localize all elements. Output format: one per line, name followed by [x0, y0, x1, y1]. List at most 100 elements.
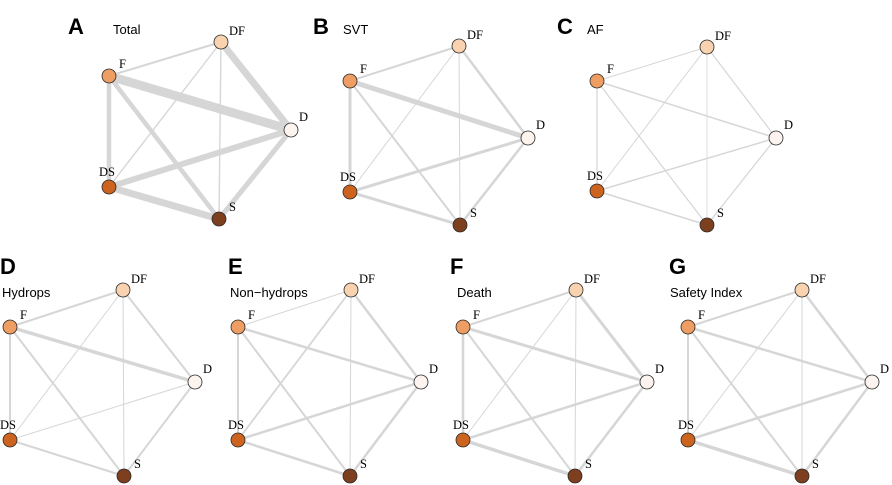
edge-d-ds [462, 380, 648, 442]
node-s [699, 217, 715, 233]
panel-letter: G [669, 254, 686, 279]
edge-ds-s [349, 190, 461, 227]
node-df [794, 282, 810, 298]
node-label-s: S [360, 457, 367, 471]
node-label-d: D [655, 362, 664, 376]
node-s [794, 468, 810, 484]
edge-f-s [9, 326, 125, 477]
node-label-ds: DS [587, 169, 603, 183]
panel-letter: C [557, 14, 573, 39]
edge-d-s [349, 381, 422, 477]
node-df [213, 34, 229, 50]
node-ds [101, 179, 117, 195]
panel-title: Death [457, 285, 492, 300]
edge-df-f [237, 289, 352, 328]
node-f [2, 319, 18, 335]
edge-f-d [107, 71, 293, 135]
node-s [211, 211, 227, 227]
edge-df-s [122, 289, 125, 477]
node-df [451, 38, 467, 54]
node-label-d: D [429, 362, 438, 376]
edge-ds-s [9, 439, 125, 477]
edge-df-s [218, 41, 222, 220]
node-label-f: F [698, 308, 705, 322]
edge-df-d [458, 45, 529, 139]
edge-df-f [462, 289, 577, 328]
edge-df-s [349, 289, 352, 477]
node-s [116, 468, 132, 484]
edge-ds-s [596, 190, 708, 226]
edge-f-d [687, 325, 873, 384]
edge-df-d [122, 289, 196, 383]
node-label-d: D [299, 110, 308, 124]
edge-df-s [574, 289, 577, 477]
node-s [567, 468, 583, 484]
edge-f-s [349, 80, 461, 226]
node-ds [2, 432, 18, 448]
node-ds [680, 432, 696, 448]
edge-df-ds [687, 289, 803, 441]
node-label-df: DF [715, 29, 731, 43]
edge-d-s [123, 381, 196, 477]
node-label-f: F [119, 57, 126, 71]
edge-ds-s [462, 438, 576, 478]
node-df [699, 39, 715, 55]
node-d [639, 374, 655, 390]
node-f [680, 319, 696, 335]
edge-f-d [237, 325, 422, 384]
edge-df-ds [596, 46, 708, 192]
node-f [342, 73, 358, 89]
node-label-df: DF [359, 272, 375, 286]
edge-ds-s [687, 438, 803, 478]
edge-f-s [596, 80, 708, 226]
panel-letter: B [313, 14, 329, 39]
node-label-f: F [607, 62, 614, 76]
edge-d-s [800, 381, 874, 477]
node-f [455, 319, 471, 335]
node-label-d: D [203, 362, 212, 376]
node-s [452, 217, 468, 233]
node-label-ds: DS [453, 418, 469, 432]
edge-df-s [458, 45, 461, 226]
node-label-s: S [812, 457, 819, 471]
node-label-d: D [536, 118, 545, 132]
edge-d-ds [108, 127, 292, 190]
edge-df-f [687, 289, 803, 328]
edge-d-s [217, 128, 293, 221]
node-ds [589, 183, 605, 199]
node-label-ds: DS [228, 418, 244, 432]
node-label-df: DF [229, 24, 245, 38]
edge-df-ds [237, 289, 352, 441]
node-label-ds: DS [0, 418, 16, 432]
edge-df-f [596, 46, 708, 82]
node-label-f: F [360, 62, 367, 76]
node-ds [342, 184, 358, 200]
panel-letter: E [228, 254, 243, 279]
node-s [342, 468, 358, 484]
edge-f-s [237, 326, 351, 477]
node-label-s: S [470, 206, 477, 220]
node-label-df: DF [584, 272, 600, 286]
node-df [115, 282, 131, 298]
node-label-df: DF [467, 28, 483, 42]
edge-f-s [687, 326, 803, 477]
edge-df-d [801, 289, 873, 383]
node-d [187, 374, 203, 390]
node-label-ds: DS [99, 165, 115, 179]
node-label-ds: DS [678, 418, 694, 432]
node-df [343, 282, 359, 298]
edge-df-f [349, 45, 460, 82]
edge-ds-s [237, 438, 351, 478]
edge-f-d [349, 78, 529, 141]
edge-d-ds [349, 136, 529, 194]
edge-d-s [706, 137, 777, 226]
edge-d-ds [237, 380, 422, 442]
node-d [283, 122, 299, 138]
edge-df-d [218, 39, 294, 133]
edge-df-f [9, 289, 124, 328]
edge-df-ds [108, 41, 222, 188]
